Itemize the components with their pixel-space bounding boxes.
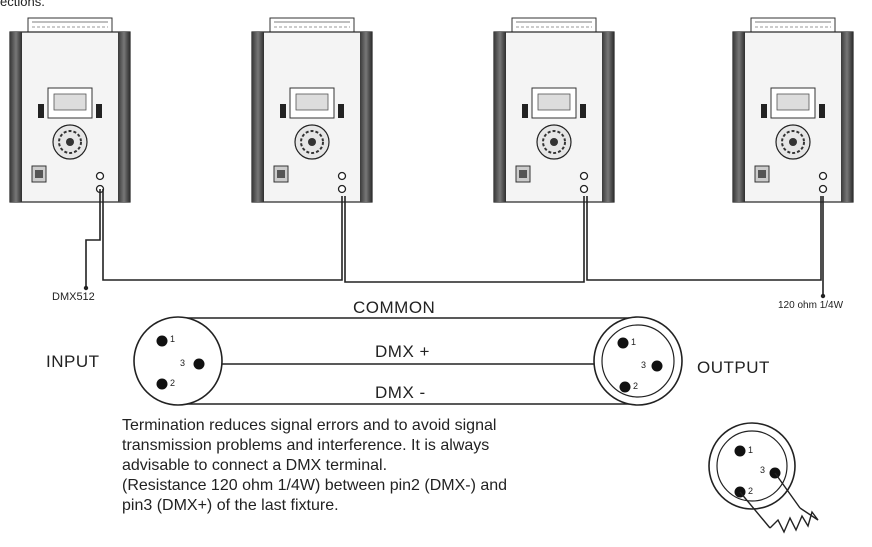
output-pin-2 bbox=[619, 381, 631, 393]
output-pin-1-label: 1 bbox=[631, 337, 637, 347]
input-pin-1 bbox=[156, 335, 168, 347]
terminal-pin-3-label: 3 bbox=[760, 465, 766, 475]
input-label: INPUT bbox=[46, 352, 100, 371]
output-xlr-connector bbox=[593, 316, 683, 406]
input-pin-2-label: 2 bbox=[170, 378, 176, 388]
dmx-plus-label: DMX + bbox=[375, 342, 430, 361]
fixture-4 bbox=[732, 17, 854, 203]
terminal-pin-1 bbox=[734, 445, 746, 457]
xlr-cable bbox=[178, 317, 638, 405]
output-label: OUTPUT bbox=[697, 358, 770, 377]
terminator-label: 120 ohm 1/4W bbox=[778, 300, 844, 311]
terminal-pin-1-label: 1 bbox=[748, 445, 754, 455]
input-pin-1-label: 1 bbox=[170, 334, 176, 344]
common-label: COMMON bbox=[353, 298, 436, 317]
dmx-input-point bbox=[83, 285, 89, 291]
output-pin-3 bbox=[651, 360, 663, 372]
input-pin-3-label: 3 bbox=[180, 358, 186, 368]
fixture-3 bbox=[493, 17, 615, 203]
resistor-icon bbox=[769, 507, 819, 534]
dmx-chain-cable bbox=[85, 189, 824, 294]
dmx512-label: DMX512 bbox=[52, 291, 95, 303]
note-line: Termination reduces signal errors and to… bbox=[122, 417, 497, 434]
output-pin-2-label: 2 bbox=[633, 381, 639, 391]
fixture-1 bbox=[9, 17, 131, 203]
note-line: advisable to connect a DMX terminal. bbox=[122, 457, 388, 474]
output-pin-1 bbox=[617, 337, 629, 349]
note-line: pin3 (DMX+) of the last fixture. bbox=[122, 497, 339, 514]
terminator-point bbox=[820, 293, 826, 299]
input-pin-2 bbox=[156, 378, 168, 390]
input-xlr-connector bbox=[133, 316, 223, 406]
note-line: (Resistance 120 ohm 1/4W) between pin2 (… bbox=[122, 477, 508, 494]
input-pin-3 bbox=[193, 358, 205, 370]
terminal-pin-2-label: 2 bbox=[748, 486, 754, 496]
output-pin-3-label: 3 bbox=[641, 360, 647, 370]
dmx-minus-label: DMX - bbox=[375, 383, 426, 402]
fixture-2 bbox=[251, 17, 373, 203]
dmx-terminal-connector bbox=[708, 422, 819, 534]
termination-note: Termination reduces signal errors and to… bbox=[122, 416, 712, 516]
header-fragment: ections. bbox=[0, 0, 45, 9]
note-line: transmission problems and interference. … bbox=[122, 437, 490, 454]
